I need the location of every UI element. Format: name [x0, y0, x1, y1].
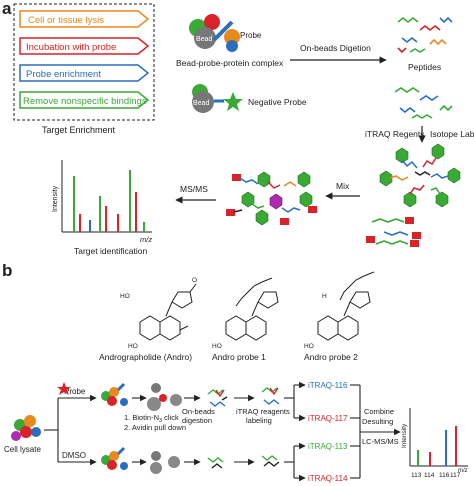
step1-label: 1. Biotin-N3 click	[124, 413, 179, 424]
labeled-peptides-red	[366, 217, 421, 247]
bead-probe-protein-complex	[189, 14, 240, 52]
h-label-3: H	[322, 293, 327, 300]
intensity-label-b: Intensity	[401, 423, 408, 448]
mz-label-b: m/z	[458, 468, 468, 474]
digestion-label-b: digestion	[182, 416, 212, 425]
peptides-squiggles	[397, 16, 453, 54]
compound-name-1: Andrographolide (Andro)	[99, 352, 192, 362]
ho-label-2: HO	[212, 343, 222, 350]
step2-label: 2. Avidin pull down	[124, 423, 186, 432]
step-arrow-2	[19, 37, 150, 55]
itraq-label: iTRAQ Regents	[365, 129, 425, 139]
labeling-label: labeling	[246, 416, 272, 425]
step-arrow-3	[19, 64, 150, 82]
dmso-branch-label: DMSO	[62, 451, 86, 460]
dmso-row-beads	[150, 451, 180, 474]
step-label-2: Incubation with probe	[26, 42, 116, 53]
bead-label-2: Bead	[193, 100, 209, 107]
negative-probe-group	[192, 84, 243, 113]
step-arrow-1	[19, 10, 150, 28]
tag-itraq-113: iTRAQ-113	[308, 442, 348, 451]
panel-a-label: a	[2, 0, 12, 18]
tick-116: 116	[439, 472, 450, 479]
o-label-1: O	[192, 277, 197, 284]
probe-star-icon	[57, 382, 71, 395]
tag-itraq-116: iTRAQ-116	[308, 381, 348, 390]
workflow-branch-lines	[44, 394, 97, 466]
compound-structure-1	[139, 283, 197, 341]
combine-bracket	[350, 384, 401, 479]
spectrum-a	[61, 160, 152, 233]
cell-lysate-proteins	[11, 415, 41, 441]
tag-itraq-114: iTRAQ-114	[308, 474, 348, 483]
mix-label: Mix	[336, 181, 350, 191]
step-arrow-4	[19, 91, 150, 109]
msms-label: MS/MS	[180, 184, 208, 194]
dmso-row-labeled	[261, 455, 280, 467]
mixed-cluster	[226, 171, 317, 226]
on-beads-label: On-beads	[182, 407, 215, 416]
target-enrichment-label: Target Enrichment	[42, 125, 116, 135]
probe-row-beads	[147, 383, 182, 411]
ho-label-1: HO	[120, 293, 130, 300]
target-identification-label: Target identification	[74, 246, 148, 256]
intensity-label-a: Intensity	[52, 185, 59, 212]
negative-probe-label: Negative Probe	[248, 97, 307, 107]
target-enrichment-box	[13, 3, 155, 121]
probe-row-labeled	[261, 387, 280, 405]
probe-row-peptides	[207, 389, 228, 407]
cell-lysate-label: Cell lysate	[4, 445, 41, 454]
labeled-peptides	[379, 143, 461, 208]
desalting-label: Desulting	[362, 417, 393, 426]
peptides-squiggles-2	[394, 87, 453, 119]
compound-name-3: Andro probe 2	[304, 352, 358, 362]
probe-label: Probe	[240, 31, 262, 40]
tick-113: 113	[411, 472, 422, 479]
mz-label-a: m/z	[140, 235, 152, 244]
probe-tag-branch	[284, 381, 306, 422]
combine-label: Combine	[364, 407, 394, 416]
complex-label: Bead-probe-protein complex	[176, 58, 284, 68]
dmso-row-proteins	[101, 446, 128, 470]
isotope-label: Isotope Labeling	[430, 129, 474, 139]
compound-name-2: Andro probe 1	[212, 352, 266, 362]
tick-117: 117	[450, 472, 461, 479]
dmso-tag-branch	[284, 442, 306, 482]
ho-label-1b: HO	[128, 343, 138, 350]
step-label-4: Remove nonspecific bindings	[23, 96, 147, 107]
peptides-label: Peptides	[408, 62, 441, 72]
bead-label: Bead	[196, 36, 212, 43]
spectrum-b	[409, 408, 468, 467]
tag-itraq-117: iTRAQ-117	[308, 414, 348, 423]
step-label-1: Cell or tissue lysis	[28, 15, 104, 26]
compound-structure-3	[317, 271, 375, 341]
lcms-label: LC-MS/MS	[362, 437, 399, 446]
ho-label-3: HO	[304, 343, 314, 350]
tick-114: 114	[424, 472, 435, 479]
itraq-reagents-label: iTRAQ reagents	[236, 407, 290, 416]
digestion-label: On-beads Digetion	[300, 43, 371, 53]
panel-b-label: b	[2, 261, 12, 280]
compound-structure-2	[225, 277, 279, 341]
step-label-3: Probe enrichment	[26, 69, 101, 80]
step-arrows	[19, 10, 150, 109]
dmso-row-peptides	[207, 457, 224, 469]
probe-row-proteins	[101, 382, 128, 406]
probe-branch-label: Probe	[64, 387, 86, 396]
